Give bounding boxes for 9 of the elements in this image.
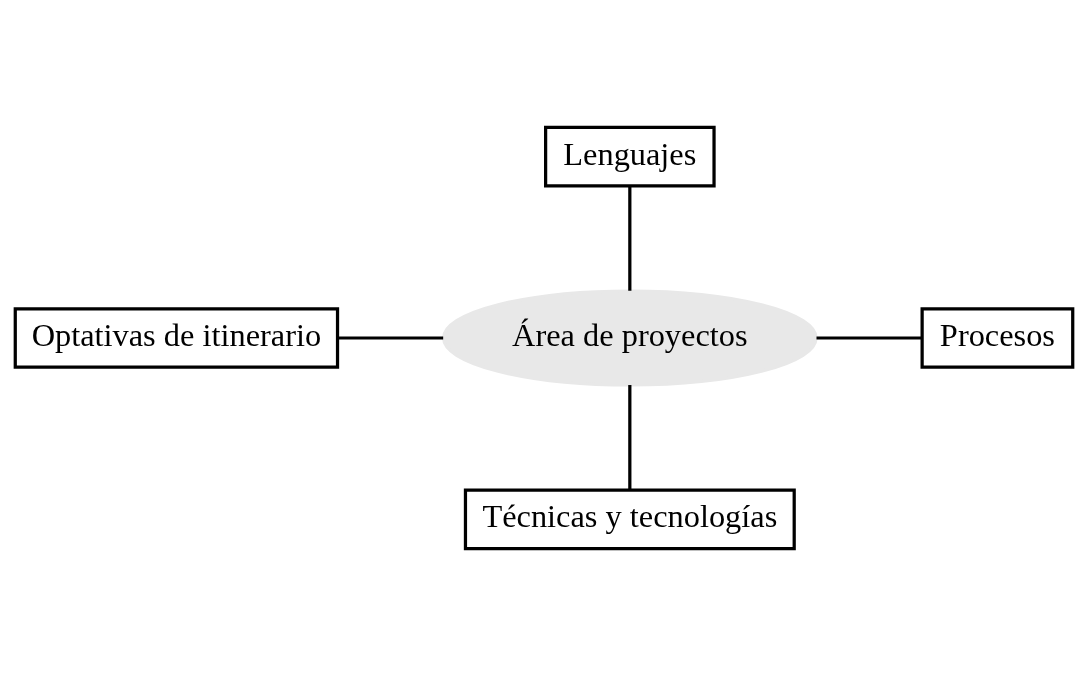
- node-box: Lenguajes: [544, 125, 716, 187]
- node-box: Técnicas y tecnologías: [463, 488, 796, 550]
- node-ellipse: Área de proyectos: [442, 288, 818, 387]
- connector: [337, 335, 444, 340]
- connector: [816, 335, 922, 340]
- node-box: Procesos: [920, 306, 1075, 369]
- node-box: Optativas de itinerario: [13, 306, 340, 369]
- connector: [628, 185, 632, 291]
- connector: [628, 384, 632, 490]
